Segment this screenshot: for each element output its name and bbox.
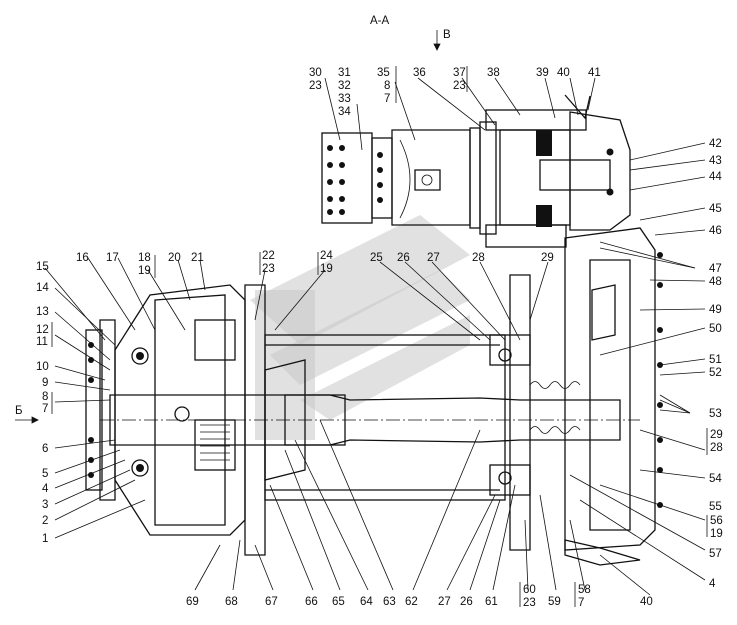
callout-26: 26 (460, 596, 473, 608)
callout-31: 31 (338, 67, 351, 79)
callout-27: 27 (438, 596, 451, 608)
callout-28: 28 (472, 252, 485, 264)
callout-62: 62 (405, 596, 418, 608)
callout-6: 6 (42, 443, 48, 455)
callout-14: 14 (36, 282, 49, 294)
callout-39: 39 (536, 67, 549, 79)
callout-58: 58 (578, 584, 591, 596)
callout-20: 20 (168, 252, 181, 264)
callout-16: 16 (76, 252, 89, 264)
callout-40: 40 (557, 67, 570, 79)
watermark-logo (250, 215, 470, 440)
callout-52: 52 (709, 367, 722, 379)
callout-9: 9 (42, 377, 48, 389)
callout-43: 43 (709, 155, 722, 167)
callout-5: 5 (42, 468, 48, 480)
callout-55: 55 (709, 501, 722, 513)
callout-12: 12 (36, 324, 49, 336)
callout-40: 40 (640, 596, 653, 608)
leader-lines (15, 30, 708, 607)
callout-41: 41 (588, 67, 601, 79)
callout-labels: А-А В Б 30 23 31 32 33 34 35 8 7 36 37 2… (15, 15, 723, 609)
callout-11: 11 (36, 336, 48, 348)
callout-8: 8 (384, 80, 390, 92)
view-b-label: В (443, 29, 451, 41)
callout-10: 10 (36, 361, 49, 373)
callout-29: 29 (541, 252, 554, 264)
callout-13: 13 (36, 306, 49, 318)
spring (529, 381, 581, 434)
callout-23: 23 (262, 263, 275, 275)
callout-29: 29 (710, 429, 723, 441)
callout-7: 7 (384, 93, 390, 105)
callout-57: 57 (709, 548, 722, 560)
callout-32: 32 (338, 80, 351, 92)
callout-24: 24 (320, 250, 333, 262)
motor-bolts (327, 145, 345, 215)
callout-63: 63 (383, 596, 396, 608)
callout-27: 27 (427, 252, 440, 264)
callout-18: 18 (138, 252, 151, 264)
callout-68: 68 (225, 596, 238, 608)
section-title: А-А (370, 15, 390, 27)
callout-1: 1 (42, 533, 48, 545)
callout-2: 2 (42, 515, 48, 527)
callout-23: 23 (309, 80, 322, 92)
callout-17: 17 (106, 252, 119, 264)
callout-21: 21 (191, 252, 204, 264)
callout-47: 47 (709, 263, 722, 275)
callout-35: 35 (377, 67, 390, 79)
callout-23: 23 (453, 80, 466, 92)
callout-19: 19 (710, 528, 723, 540)
callout-46: 46 (709, 225, 722, 237)
callout-44: 44 (709, 171, 722, 183)
callout-65: 65 (332, 596, 345, 608)
callout-38: 38 (487, 67, 500, 79)
callout-4: 4 (709, 578, 716, 590)
callout-36: 36 (413, 67, 426, 79)
callout-15: 15 (36, 261, 49, 273)
callout-4: 4 (42, 483, 49, 495)
callout-45: 45 (709, 203, 722, 215)
callout-49: 49 (709, 304, 722, 316)
callout-19: 19 (138, 265, 151, 277)
callout-59: 59 (548, 596, 561, 608)
callout-42: 42 (709, 138, 722, 150)
callout-50: 50 (709, 323, 722, 335)
callout-26: 26 (397, 252, 410, 264)
callout-67: 67 (265, 596, 278, 608)
callout-30: 30 (309, 67, 322, 79)
callout-22: 22 (262, 250, 275, 262)
callout-37: 37 (453, 67, 466, 79)
callout-69: 69 (186, 596, 199, 608)
drum (264, 334, 506, 501)
callout-33: 33 (338, 93, 351, 105)
callout-7: 7 (578, 597, 584, 609)
view-b2-label: Б (15, 405, 23, 417)
callout-25: 25 (370, 252, 383, 264)
callout-64: 64 (360, 596, 373, 608)
callout-66: 66 (305, 596, 318, 608)
callout-8: 8 (42, 391, 48, 403)
callout-28: 28 (710, 442, 723, 454)
callout-34: 34 (338, 106, 351, 118)
callout-48: 48 (709, 276, 722, 288)
callout-23: 23 (523, 597, 536, 609)
callout-19: 19 (320, 263, 333, 275)
callout-3: 3 (42, 499, 48, 511)
callout-51: 51 (709, 354, 722, 366)
callout-53: 53 (709, 408, 722, 420)
winch-main-body (85, 227, 663, 566)
motor-assembly (321, 94, 631, 248)
callout-7: 7 (42, 403, 48, 415)
callout-60: 60 (523, 584, 536, 596)
callout-61: 61 (485, 596, 498, 608)
callout-54: 54 (709, 473, 722, 485)
callout-56: 56 (710, 515, 723, 527)
